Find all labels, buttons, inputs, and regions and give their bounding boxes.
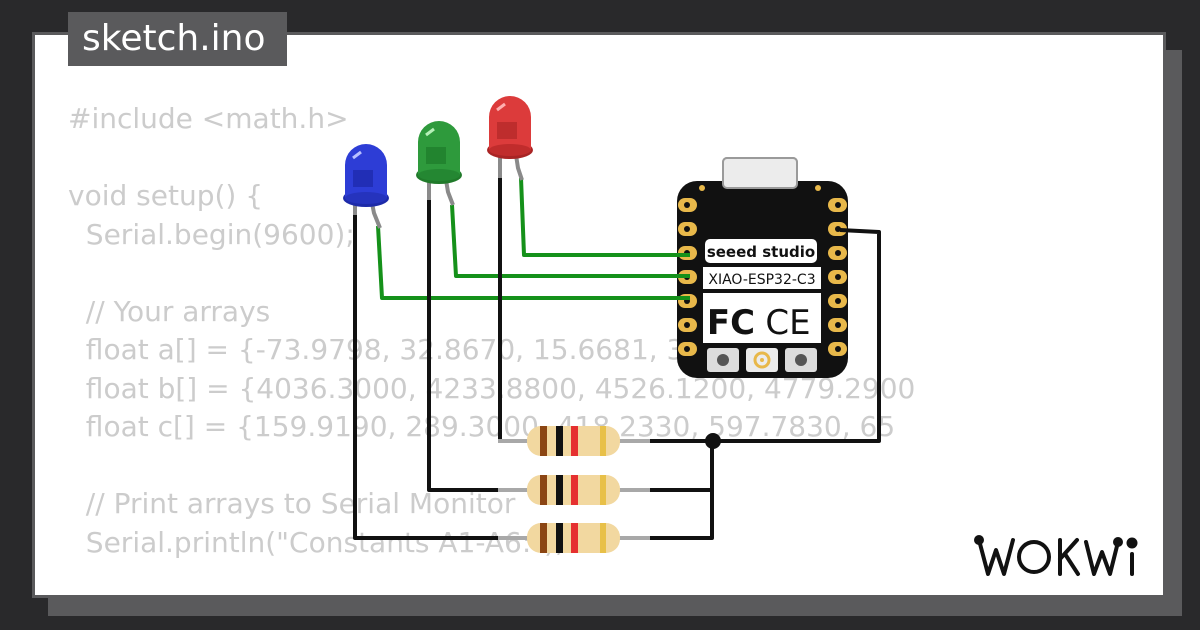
right-pin-header: [828, 198, 847, 356]
red-led-wire: [519, 177, 690, 257]
wokwi-logo-mark: [974, 535, 1138, 576]
led-green[interactable]: [416, 121, 462, 206]
resistor[interactable]: [498, 426, 650, 456]
reset-button[interactable]: [785, 348, 817, 372]
ground-junction: [705, 433, 721, 449]
code-line: Serial.begin(9600);: [68, 217, 355, 251]
signal-wires: [376, 177, 690, 300]
code-line: void setup() {: [68, 179, 264, 212]
ce-mark: CE: [765, 303, 810, 343]
resistor[interactable]: [498, 523, 650, 553]
code-line: #include <math.h>: [68, 102, 349, 135]
antenna-connector: [746, 348, 778, 372]
wokwi-logo: [974, 530, 1152, 591]
green-led-wire: [450, 204, 690, 278]
code-line: // Print arrays to Serial Monitor: [68, 487, 516, 520]
xiao-esp32c3-board[interactable]: seeed studio XIAO-ESP32-C3 FC CE: [677, 157, 848, 378]
resistor[interactable]: [498, 475, 650, 505]
led-red[interactable]: [487, 96, 533, 181]
led-blue[interactable]: [343, 144, 389, 229]
boot-button[interactable]: [707, 348, 739, 372]
board-model: XIAO-ESP32-C3: [708, 272, 815, 288]
code-line: // Your arrays: [68, 294, 271, 328]
board-brand: seeed studio: [707, 243, 815, 261]
fcc-mark: FC: [707, 303, 755, 343]
blue-led-wire: [376, 225, 690, 300]
file-tab[interactable]: sketch.ino: [68, 12, 288, 66]
